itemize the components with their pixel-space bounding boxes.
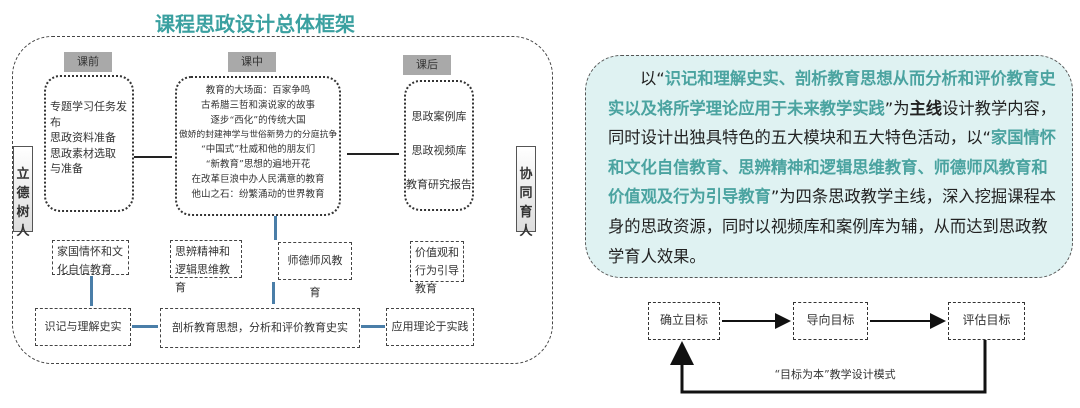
summary-text: ”为四条思政教学主线，深入挖掘课程本身的思政资源，同时以视频库和案例库为辅，从而… [608,187,1057,266]
tab-before-class: 课前 [64,52,112,72]
side-label-left: 立德树人 [13,146,33,239]
step-box: 剖析教育思想，分析和评价教育史实 [160,308,360,348]
diagram-title: 课程思政设计总体框架 [155,12,355,36]
flow-box-evaluate: 评估目标 [948,302,1025,340]
during-item: 古希腊三哲和演说家的故事 [200,99,315,111]
during-item: 教育的大场面：百家争鸣 [205,85,311,96]
step-box: 应用理论于实践 [386,308,474,346]
before-item: 与准备 [50,162,83,175]
vertical-arrow [274,216,277,240]
arrow-right [347,153,399,155]
theme-box: 价值观和行为引导教育 [410,241,464,295]
tab-after-class: 课后 [403,55,451,75]
before-class-box: 专题学习任务发布 思政资料准备 思政素材选取 与准备 [44,75,134,212]
before-item: 思政资料准备 [50,131,116,144]
summary-text: 以“ [640,69,665,88]
during-class-box: 教育的大场面：百家争鸣 古希腊三哲和演说家的故事 逐步“西化”的传统大国 傲娇的… [175,76,341,216]
arrow-right [134,156,172,158]
double-arrow [90,276,93,306]
theme-box: 家国情怀和文化自信教育 [52,240,129,276]
after-class-box: 思政案例库 思政视频库 教育研究报告 [404,80,474,211]
before-item: 思政素材选取 [50,146,116,160]
flow-box-guide: 导向目标 [793,302,868,340]
summary-text: 设计教学内容，同时设计出独具特色的五大模块和五大特色活动，以“ [608,98,1057,148]
flow-box-establish: 确立目标 [648,302,720,340]
side-label-right: 协同育人 [516,146,536,239]
after-item: 教育研究报告 [406,178,472,191]
summary-highlight: 识记和理解史实、剖析教育思想从而分析和评价教育史实以及将所学理论应用于未来教学实… [608,69,1056,118]
during-item: 傲娇的封建神学与世俗新势力的分庭抗争 [178,130,338,141]
double-arrow [132,325,158,328]
flow-caption: “目标为本”教学设计模式 [774,368,896,381]
tab-during-class: 课中 [228,52,276,72]
summary-text: ”为 [884,98,910,118]
during-item: “新教育”思想的遍地开花 [205,158,311,170]
summary-bold: 主线 [909,98,943,118]
step-box: 识记与理解史实 [35,308,131,346]
during-item: “中国式”杜威和他的朋友们 [200,144,316,156]
summary-highlight: 家国情怀和文化自信教育、思辨精神和逻辑思维教育、师德师风教育和价值观及行为引导教… [608,128,1057,207]
after-item: 思政视频库 [411,144,467,157]
double-arrow [361,325,385,328]
framework-panel [12,36,553,364]
after-item: 思政案例库 [411,110,467,123]
during-item: 在改革巨浪中办人民满意的教育 [191,173,325,185]
theme-box: 师德师风教育 [278,242,352,299]
before-item: 专题学习任务发布 [50,100,127,129]
summary-panel: 以“识记和理解史实、剖析教育思想从而分析和评价教育史实以及将所学理论应用于未来教… [585,55,1073,278]
double-arrow [272,282,275,304]
during-item: 逐步“西化”的传统大国 [210,114,306,126]
theme-box: 思辨精神和逻辑思维教育 [170,240,242,294]
during-item: 他山之石：纷繁涌动的世界教育 [191,188,325,200]
